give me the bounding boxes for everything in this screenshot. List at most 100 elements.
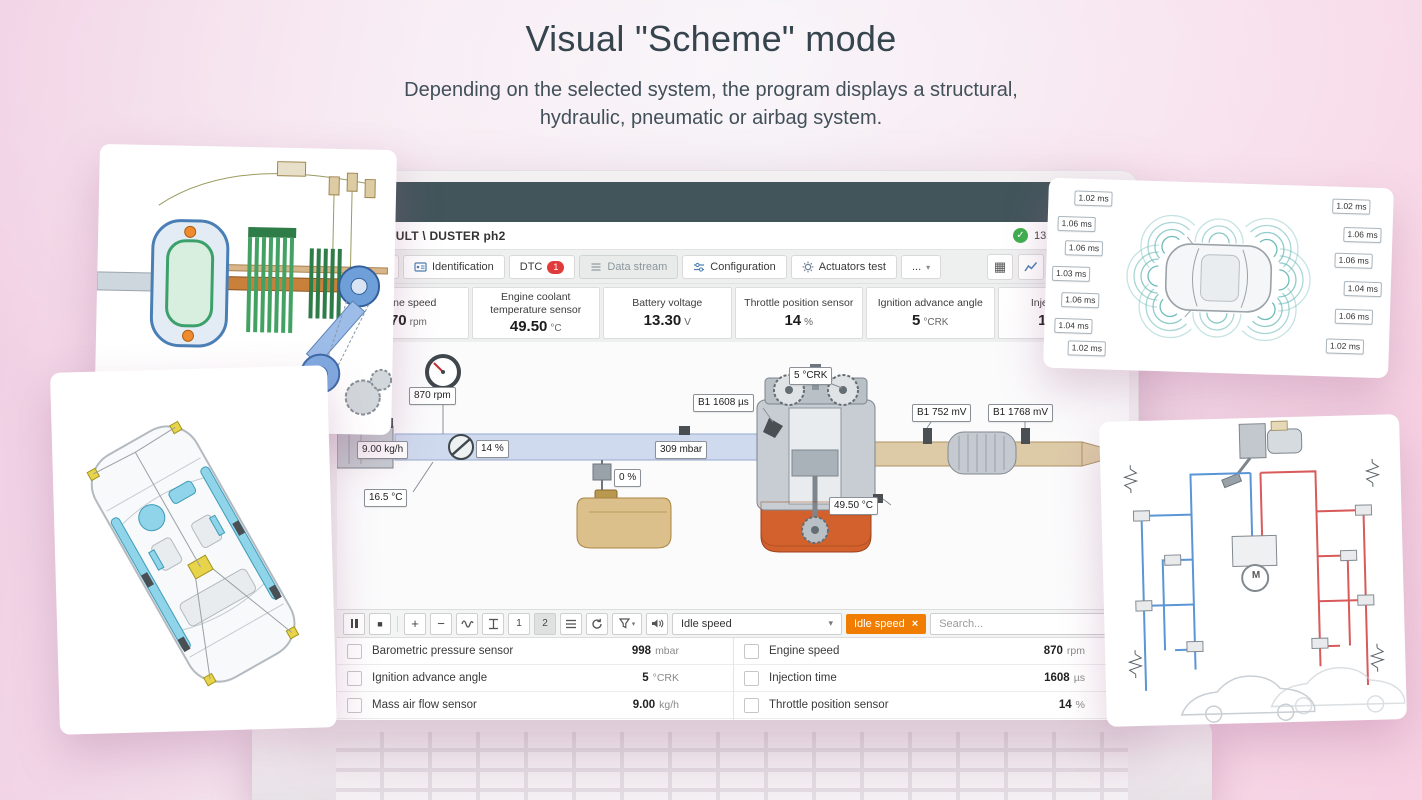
refresh-button[interactable] [586,612,608,635]
row-checkbox[interactable] [347,670,362,686]
dtc-count-badge: 1 [547,260,565,274]
pump-motor-label: M [1251,569,1261,582]
sliders-icon [694,262,705,272]
caret-down-icon: ▾ [926,262,931,272]
tab-dtc[interactable]: DTC 1 [508,255,576,279]
gear-icon [802,261,814,273]
scheme-label-map-pressure: 309 mbar [655,441,708,459]
hydraulic-diagram [1122,420,1406,723]
row-unit: µs [1073,672,1085,684]
sound-button[interactable] [646,612,668,635]
filter-tag-idle-speed[interactable]: Idle speed × [846,613,927,634]
param-card-coolant-temp[interactable]: Engine coolant temperature sensor 49.50°… [471,287,600,339]
tab-actuators-test[interactable]: Actuators test [790,255,897,279]
search-input[interactable] [930,612,1123,635]
page-2-button[interactable]: 2 [534,612,556,635]
tab-identification[interactable]: Identification [403,255,505,279]
scheme-label-o2-downstream: B1 1768 mV [988,404,1054,422]
sensor-time-label: 1.04 ms [1054,317,1093,335]
row-checkbox[interactable] [347,643,362,659]
line-chart-icon [1024,262,1038,272]
app-window: RENAULT \ DUSTER ph2 ✓ 13. Identificatio… [337,182,1129,720]
stream-toolbar: ■ + − 1 2 ▾ [337,609,1129,638]
scheme-label-ignition-advance: 5 °CRK [789,367,833,385]
page-1-button[interactable]: 1 [508,612,530,635]
scheme-label-engine-speed: 870 rpm [409,387,456,405]
row-name: Injection time [769,672,837,684]
status-time: 13. [1034,229,1050,242]
param-unit: V [684,316,691,328]
interval-button[interactable] [482,612,504,635]
tab-label: DTC [519,261,543,273]
sensor-time-label: 1.02 ms [1067,340,1107,357]
stop-icon: ■ [377,618,383,629]
param-value: 49.50°C [509,317,562,335]
scheme-label-mass-air-flow: 9.00 kg/h [357,441,409,459]
scheme-label-purge-valve: 0 % [614,469,642,487]
parking-sensors-diagram [1126,214,1311,342]
row-name: Engine speed [769,645,840,657]
laptop-base [252,718,1212,800]
tab-label: ... [912,261,922,273]
param-card-throttle-position[interactable]: Throttle position sensor 14% [734,287,863,339]
minus-icon: − [437,616,445,631]
param-name: Engine coolant temperature sensor [490,291,582,316]
chart-view-button[interactable] [1018,254,1044,280]
param-value: 5°CRK [912,311,949,329]
caret-down-icon: ▾ [631,620,636,628]
table-row[interactable]: Throttle position sensor 14% [734,692,1129,719]
group-select[interactable]: Idle speed ▾ [672,612,842,635]
row-checkbox[interactable] [744,643,759,659]
row-unit: % [1075,699,1085,711]
airbag-scheme-card [50,365,337,735]
row-value: 14 [1058,699,1072,711]
row-unit: °CRK [652,672,679,684]
data-stream-icon [591,263,601,271]
engine-scheme-canvas: 870 rpm 9.00 kg/h 14 % 309 mbar 0 % 16.5… [337,342,1129,609]
subtitle-line-1: Depending on the selected system, the pr… [404,79,1018,101]
plus-icon: + [411,616,419,631]
grid-view-button[interactable]: ▦ [987,254,1013,280]
tab-configuration[interactable]: Configuration [682,255,787,279]
id-card-icon [414,262,427,272]
row-checkbox[interactable] [347,697,362,713]
status-check-icon: ✓ [1013,228,1028,243]
pause-button[interactable] [343,612,365,635]
zoom-out-button[interactable]: − [430,612,452,635]
row-checkbox[interactable] [744,670,759,686]
stop-button[interactable]: ■ [369,612,391,635]
scheme-label-o2-upstream: B1 752 mV [912,404,972,422]
grid-icon: ▦ [993,259,1007,274]
refresh-icon [592,618,602,629]
param-unit: °C [550,322,562,334]
table-row[interactable]: Ignition advance angle 5°CRK [337,665,733,692]
filter-button[interactable]: ▾ [612,612,642,635]
row-unit: kg/h [659,699,679,711]
tab-more[interactable]: ... ▾ [901,255,942,279]
sensor-time-label: 1.02 ms [1325,338,1365,355]
sensor-time-label: 1.03 ms [1051,265,1091,282]
param-card-ignition-advance[interactable]: Ignition advance angle 5°CRK [866,287,995,339]
wave-icon [460,619,474,628]
tab-label: Data stream [607,261,668,273]
caret-down-icon: ▾ [828,618,833,628]
close-icon[interactable]: × [911,617,919,630]
zoom-in-button[interactable]: + [404,612,426,635]
tab-data-stream[interactable]: Data stream [579,255,679,279]
row-checkbox[interactable] [744,697,759,713]
scheme-label-coolant-temp: 49.50 °C [829,497,879,515]
wave-mode-button[interactable] [456,612,478,635]
sensor-time-label: 1.06 ms [1343,226,1382,244]
list-view-button[interactable] [560,612,582,635]
row-unit: mbar [655,645,679,657]
row-name: Barometric pressure sensor [372,645,514,657]
param-name: Ignition advance angle [877,297,983,310]
connection-status: ✓ 13. [1013,228,1049,243]
